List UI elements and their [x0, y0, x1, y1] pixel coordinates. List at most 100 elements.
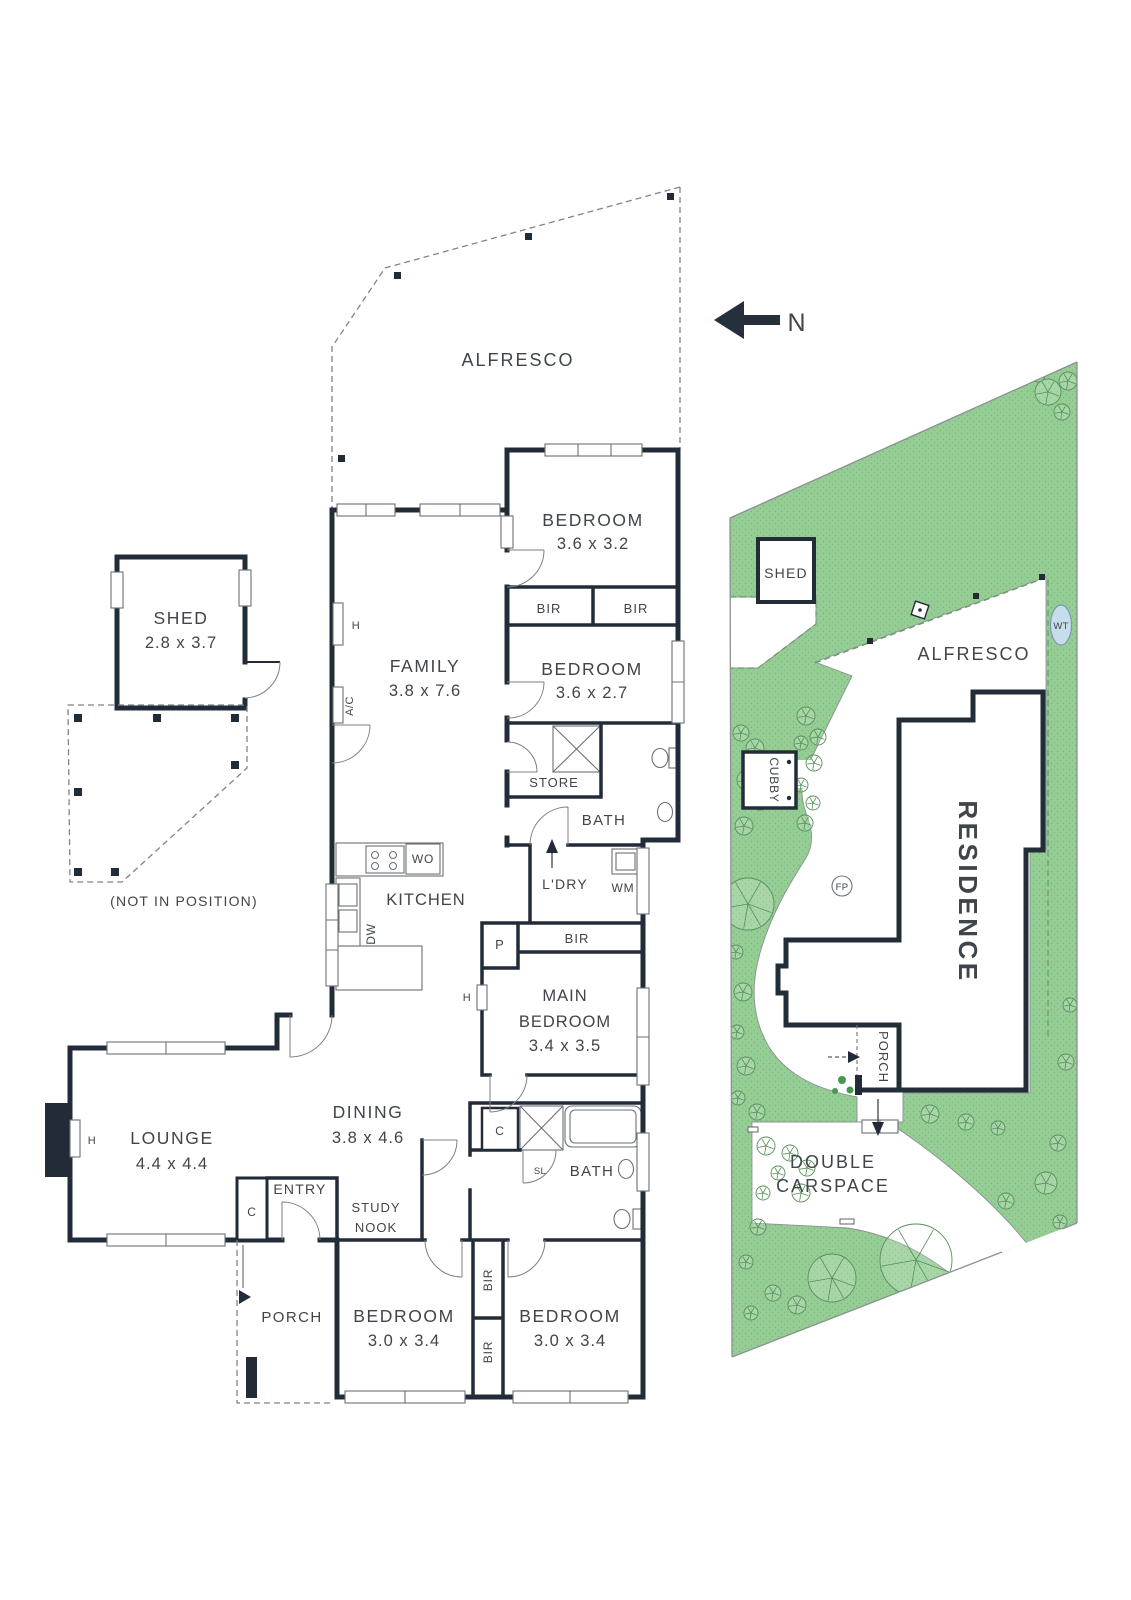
- tree: [755, 1185, 771, 1201]
- wo-label: WO: [412, 852, 434, 866]
- dining-dims: 3.8 x 4.6: [332, 1129, 404, 1147]
- heater-marker: [69, 1119, 81, 1158]
- door-arcs: [281, 549, 569, 1278]
- tree: [738, 1254, 754, 1270]
- pergola-dashed-outline: [67, 704, 248, 883]
- tree: [732, 724, 750, 742]
- bedroom4-label: BEDROOM: [519, 1306, 621, 1326]
- closet-label: C: [495, 1124, 504, 1138]
- tree: [764, 1284, 782, 1302]
- fireplace: [45, 1103, 72, 1177]
- dining-label: DINING: [333, 1102, 404, 1122]
- bedroom1-label: BEDROOM: [542, 510, 644, 530]
- main-bedroom-dims: 3.4 x 3.5: [529, 1037, 601, 1055]
- main-bedroom-label-2: BEDROOM: [519, 1013, 611, 1031]
- site-residence-label: RESIDENCE: [953, 800, 983, 983]
- cubby-post: [786, 795, 792, 801]
- tree: [809, 728, 827, 746]
- kitchen-sink-unit: [335, 877, 361, 947]
- tree: [781, 1144, 799, 1162]
- lounge-label: LOUNGE: [130, 1128, 214, 1148]
- family-dims: 3.8 x 7.6: [389, 682, 461, 700]
- bir-label: BIR: [565, 931, 590, 946]
- carspace-post: [747, 1126, 759, 1133]
- study-nook-label-1: STUDY: [351, 1200, 400, 1215]
- entry-closet: [235, 1176, 269, 1242]
- laundry-label: L'DRY: [542, 876, 588, 892]
- tree: [805, 795, 821, 811]
- tree: [796, 706, 816, 726]
- sliding-door-label: SL: [534, 1166, 546, 1177]
- wall-oven: [405, 843, 441, 875]
- cubby-post: [786, 759, 792, 765]
- kitchen-label: KITCHEN: [386, 891, 465, 909]
- fence-post: [867, 638, 873, 644]
- tree: [787, 1295, 807, 1315]
- kitchen-island-bench: [335, 945, 423, 991]
- heater-label: H: [88, 1135, 96, 1147]
- tree: [730, 944, 744, 960]
- site-porch-label: PORCH: [876, 1031, 891, 1083]
- water-tank-label: WT: [1053, 621, 1068, 632]
- family-label: FAMILY: [390, 656, 461, 676]
- carspace-post: [839, 1218, 855, 1225]
- cooktop-burner: [370, 850, 380, 860]
- interior-walls: [265, 585, 680, 1399]
- bedroom2-dims: 3.6 x 2.7: [556, 684, 628, 702]
- tree: [807, 1253, 857, 1303]
- porch-label: PORCH: [261, 1309, 322, 1326]
- site-shed-label: SHED: [764, 565, 808, 581]
- bedroom3-label: BEDROOM: [353, 1306, 455, 1326]
- tree: [1034, 1171, 1058, 1195]
- north-label: N: [787, 309, 806, 337]
- pergola-post: [111, 868, 119, 876]
- porch-post: [855, 1075, 862, 1095]
- tree: [730, 1024, 745, 1040]
- fence-post: [973, 593, 979, 599]
- pantry-label: P: [495, 937, 505, 952]
- basin: [617, 1158, 635, 1180]
- pergola-post: [74, 788, 82, 796]
- tree: [798, 1159, 816, 1177]
- pergola-post: [231, 761, 239, 769]
- bath-closet: [480, 1106, 520, 1152]
- tree: [748, 1103, 766, 1121]
- tree: [1053, 403, 1071, 421]
- tree: [736, 1056, 756, 1076]
- site-alfresco-label: ALFRESCO: [917, 644, 1030, 664]
- shed-walls: [114, 554, 248, 711]
- site-carspace-label-1: DOUBLE: [790, 1152, 876, 1172]
- cooktop: [365, 845, 405, 874]
- kitchen-bench: [335, 842, 444, 877]
- pergola-note: (NOT IN POSITION): [110, 893, 258, 909]
- closet-label: C: [247, 1205, 256, 1219]
- lounge-dims: 4.4 x 4.4: [136, 1155, 208, 1173]
- cooktop-burner: [370, 861, 380, 871]
- site-plan: SHED CUBBY ALFRESCO RESIDENCE PORCH DOUB…: [729, 361, 1078, 1358]
- windows: [106, 443, 685, 1404]
- pergola-post: [74, 868, 82, 876]
- pergola-post: [231, 714, 239, 722]
- sink-bowl: [338, 883, 358, 907]
- shower-cross: [519, 1105, 564, 1151]
- store-label: STORE: [529, 775, 579, 790]
- shed-label: SHED: [153, 608, 208, 628]
- fireplace-flue-badge: [831, 875, 853, 897]
- alfresco-post: [338, 455, 345, 462]
- porch-arrow-right-icon: [848, 1051, 860, 1063]
- site-cubby-label: CUBBY: [767, 757, 781, 802]
- tree: [920, 1104, 940, 1124]
- shower-cross: [552, 725, 601, 773]
- cooktop-burner: [388, 850, 398, 860]
- site-shed: [756, 537, 816, 604]
- bedroom2-label: BEDROOM: [541, 659, 643, 679]
- site-fence-dashed: [814, 577, 1049, 1040]
- bush: [838, 1076, 846, 1084]
- alfresco-post: [667, 193, 674, 200]
- porch-arrow-icon: [239, 1290, 251, 1304]
- tree: [1062, 997, 1077, 1013]
- tree: [990, 1120, 1006, 1136]
- heater-label: H: [352, 620, 360, 632]
- washing-machine-drum: [615, 852, 636, 871]
